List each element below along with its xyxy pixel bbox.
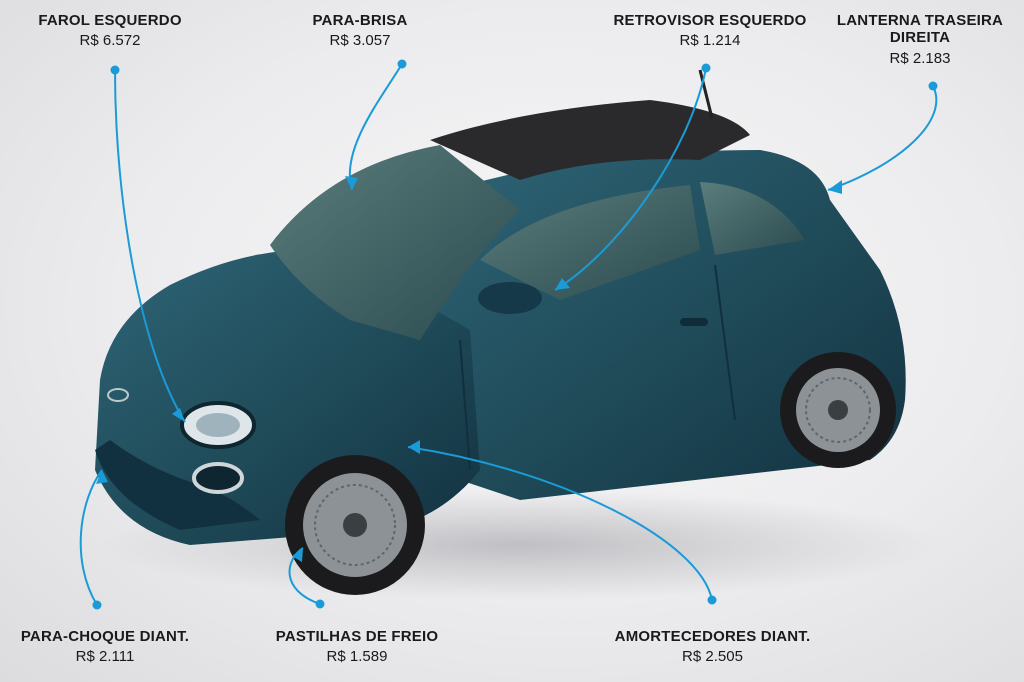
windshield: [270, 145, 520, 340]
callout-arrow-pastilhas: [292, 548, 303, 562]
callout-line-amortecedores: [407, 446, 713, 601]
label-amortecedores: AMORTECEDORES DIANT. R$ 2.505: [600, 628, 825, 666]
front-bumper: [95, 440, 260, 530]
part-name-line2: DIREITA: [889, 29, 951, 47]
callout-line-farol: [114, 69, 186, 423]
label-lanterna-traseira: LANTERNA TRASEIRA DIREITA R$ 2.183: [830, 12, 1010, 67]
callout-line-parabrisa: [348, 63, 403, 191]
callout-dot-lanterna: [928, 81, 938, 91]
part-price: R$ 1.214: [679, 32, 741, 50]
part-name-line1: LANTERNA TRASEIRA: [836, 12, 1004, 29]
callout-arrow-lanterna: [828, 180, 842, 194]
callout-dot-farol: [110, 65, 120, 75]
callout-dot-pastilhas: [315, 599, 325, 609]
callout-arrow-farol: [172, 408, 185, 422]
label-para-brisa: PARA-BRISA R$ 3.057: [290, 12, 430, 50]
side-window-rear: [700, 182, 805, 255]
callout-dot-parachoque: [92, 600, 102, 610]
callout-dot-amortecedores: [707, 595, 717, 605]
callout-arrow-parabrisa: [345, 176, 358, 190]
label-retrovisor-esquerdo: RETROVISOR ESQUERDO R$ 1.214: [600, 12, 820, 50]
antenna: [698, 69, 714, 119]
front-hub: [343, 513, 367, 537]
callout-line-parachoque: [79, 469, 103, 606]
part-price: R$ 2.111: [75, 648, 135, 666]
callout-arrow-retrovisor: [555, 278, 570, 290]
label-farol-esquerdo: FAROL ESQUERDO R$ 6.572: [30, 12, 190, 50]
part-name: FAROL ESQUERDO: [38, 12, 182, 29]
part-price: R$ 3.057: [329, 32, 391, 50]
part-name: PARA-BRISA: [312, 12, 408, 29]
part-name: PASTILHAS DE FREIO: [275, 628, 439, 645]
side-mirror: [478, 282, 542, 314]
fog-light: [192, 462, 244, 494]
part-name: PARA-CHOQUE DIANT.: [20, 628, 190, 645]
callout-line-retrovisor: [554, 67, 707, 291]
rear-hub: [828, 400, 848, 420]
door-lines: [459, 264, 736, 471]
part-price: R$ 2.183: [889, 49, 951, 67]
part-price: R$ 2.505: [682, 648, 743, 666]
part-name: AMORTECEDORES DIANT.: [614, 628, 811, 645]
headlight-inner: [196, 413, 240, 437]
label-pastilhas-de-freio: PASTILHAS DE FREIO R$ 1.589: [262, 628, 452, 666]
callout-line-lanterna: [827, 85, 938, 191]
callout-arrow-amortecedores: [408, 440, 420, 454]
part-price: R$ 1.589: [326, 648, 388, 666]
door-handle: [680, 318, 708, 326]
part-name: RETROVISOR ESQUERDO: [613, 12, 807, 29]
side-window-front: [480, 185, 700, 300]
part-price: R$ 6.572: [79, 32, 141, 50]
soft-top: [430, 100, 750, 180]
rear-rim-spokes: [805, 377, 871, 443]
callout-arrow-parachoque: [96, 470, 108, 484]
callout-dot-retrovisor: [701, 63, 711, 73]
label-para-choque: PARA-CHOQUE DIANT. R$ 2.111: [10, 628, 200, 666]
front-rim-spokes: [314, 484, 396, 566]
brand-logo: [107, 388, 129, 402]
callout-dot-parabrisa: [397, 59, 407, 69]
